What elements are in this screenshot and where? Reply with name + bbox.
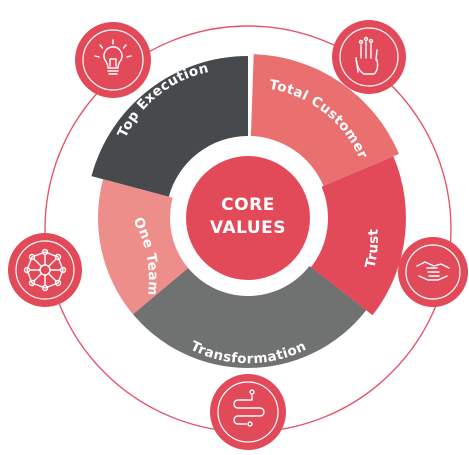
handshake-icon <box>398 237 468 307</box>
lightbulb-icon <box>75 22 151 98</box>
center-circle <box>186 156 310 280</box>
segment-transformation <box>129 266 367 368</box>
winding-path-icon <box>210 374 286 450</box>
value-segments <box>91 54 406 368</box>
segment-label-trust: Trust <box>362 228 381 269</box>
segment-trust <box>311 156 406 316</box>
raised-hands-icon <box>332 20 406 94</box>
center-title-line2: VALUES <box>210 218 286 238</box>
center-badge: CORE VALUES <box>186 156 310 280</box>
segment-total-customer <box>250 54 399 186</box>
center-title-line1: CORE <box>221 195 275 215</box>
segment-top-execution <box>91 55 248 197</box>
network-icon <box>8 233 82 307</box>
segment-one-team <box>98 179 189 315</box>
